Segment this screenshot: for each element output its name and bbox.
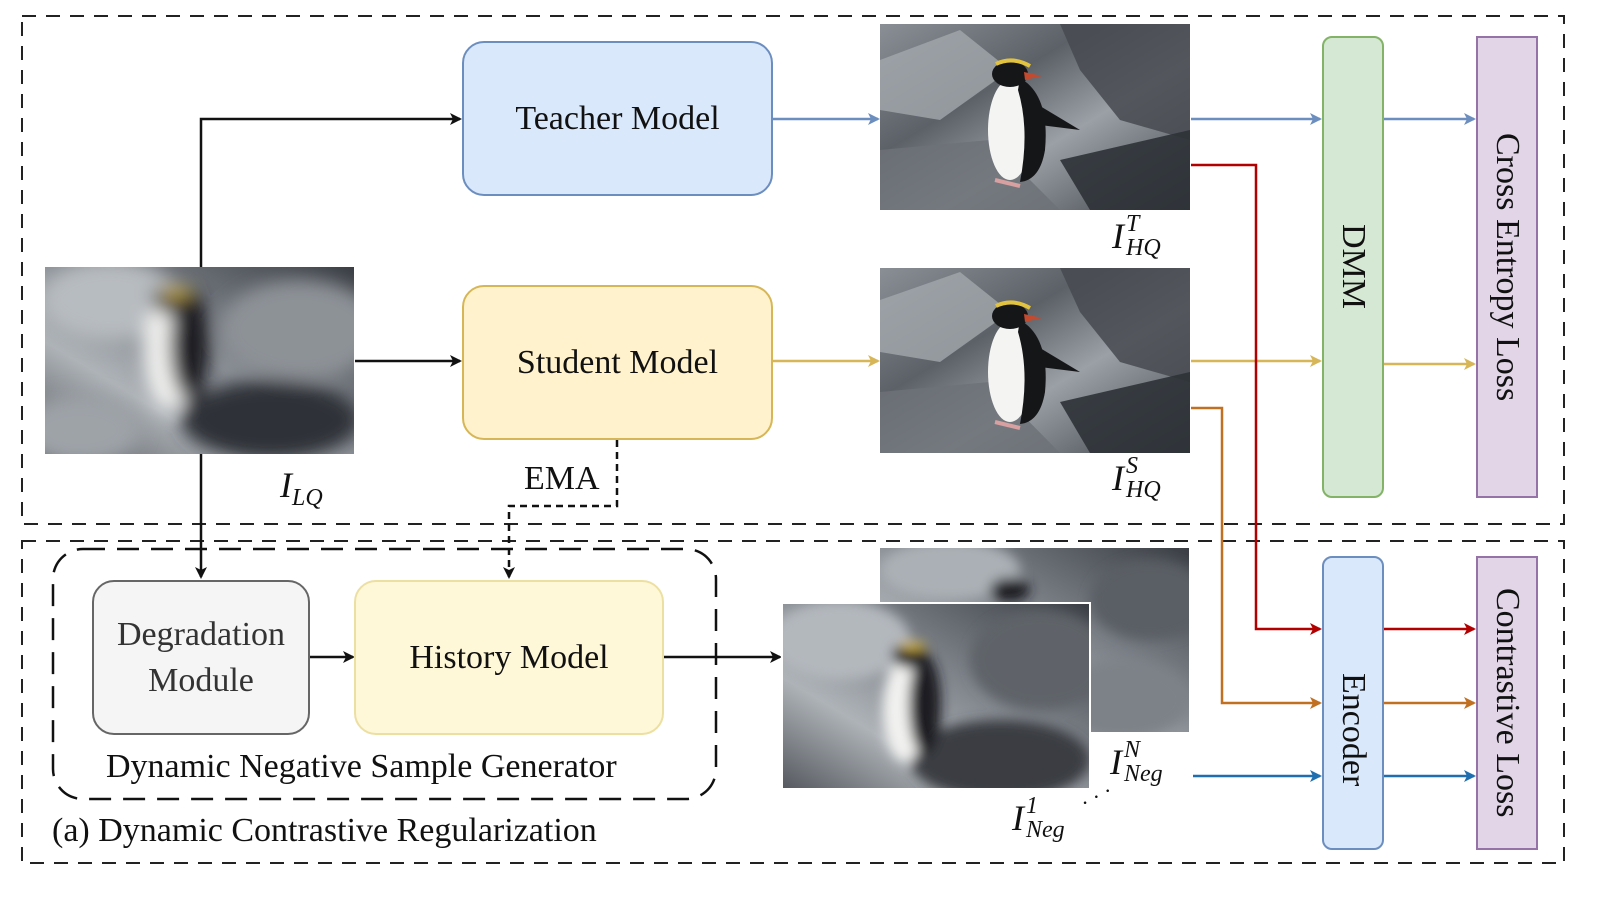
history-model-box: History Model xyxy=(354,580,664,735)
student-model-box: Student Model xyxy=(462,285,773,440)
arrow-ihs-to-encoder xyxy=(1191,406,1322,709)
generator-label: Dynamic Negative Sample Generator xyxy=(106,748,617,785)
degradation-module-label: Degradation Module xyxy=(116,615,286,699)
cross-entropy-loss-box: Cross Entropy Loss xyxy=(1476,36,1538,498)
degradation-module-box: Degradation Module xyxy=(92,580,310,735)
ilq-label: ILQ xyxy=(280,465,323,511)
top-section-frame xyxy=(21,15,1565,525)
dmm-box: DMM xyxy=(1322,36,1384,498)
contrastive-loss-label: Contrastive Loss xyxy=(1489,588,1526,818)
image-hq-teacher xyxy=(880,24,1190,210)
arrow-ema xyxy=(503,440,619,579)
teacher-model-label: Teacher Model xyxy=(515,99,720,137)
history-model-label: History Model xyxy=(409,638,609,676)
teacher-model-box: Teacher Model xyxy=(462,41,773,196)
bottom-section-frame xyxy=(21,540,1565,864)
cross-entropy-loss-label: Cross Entropy Loss xyxy=(1489,132,1526,402)
dmm-label: DMM xyxy=(1335,224,1372,310)
section-caption: (a) Dynamic Contrastive Regularization xyxy=(52,812,597,849)
student-model-label: Student Model xyxy=(516,343,719,381)
encoder-label: Encoder xyxy=(1335,673,1372,787)
image-neg-1 xyxy=(781,602,1091,790)
contrastive-loss-box: Contrastive Loss xyxy=(1476,556,1538,850)
arrow-iht-to-encoder xyxy=(1191,163,1322,635)
image-hq-student xyxy=(880,268,1190,453)
generator-frame xyxy=(51,547,718,801)
image-lq xyxy=(45,267,354,454)
ema-label: EMA xyxy=(524,460,600,497)
encoder-box: Encoder xyxy=(1322,556,1384,850)
arrow-lq-to-teacher xyxy=(199,113,462,267)
